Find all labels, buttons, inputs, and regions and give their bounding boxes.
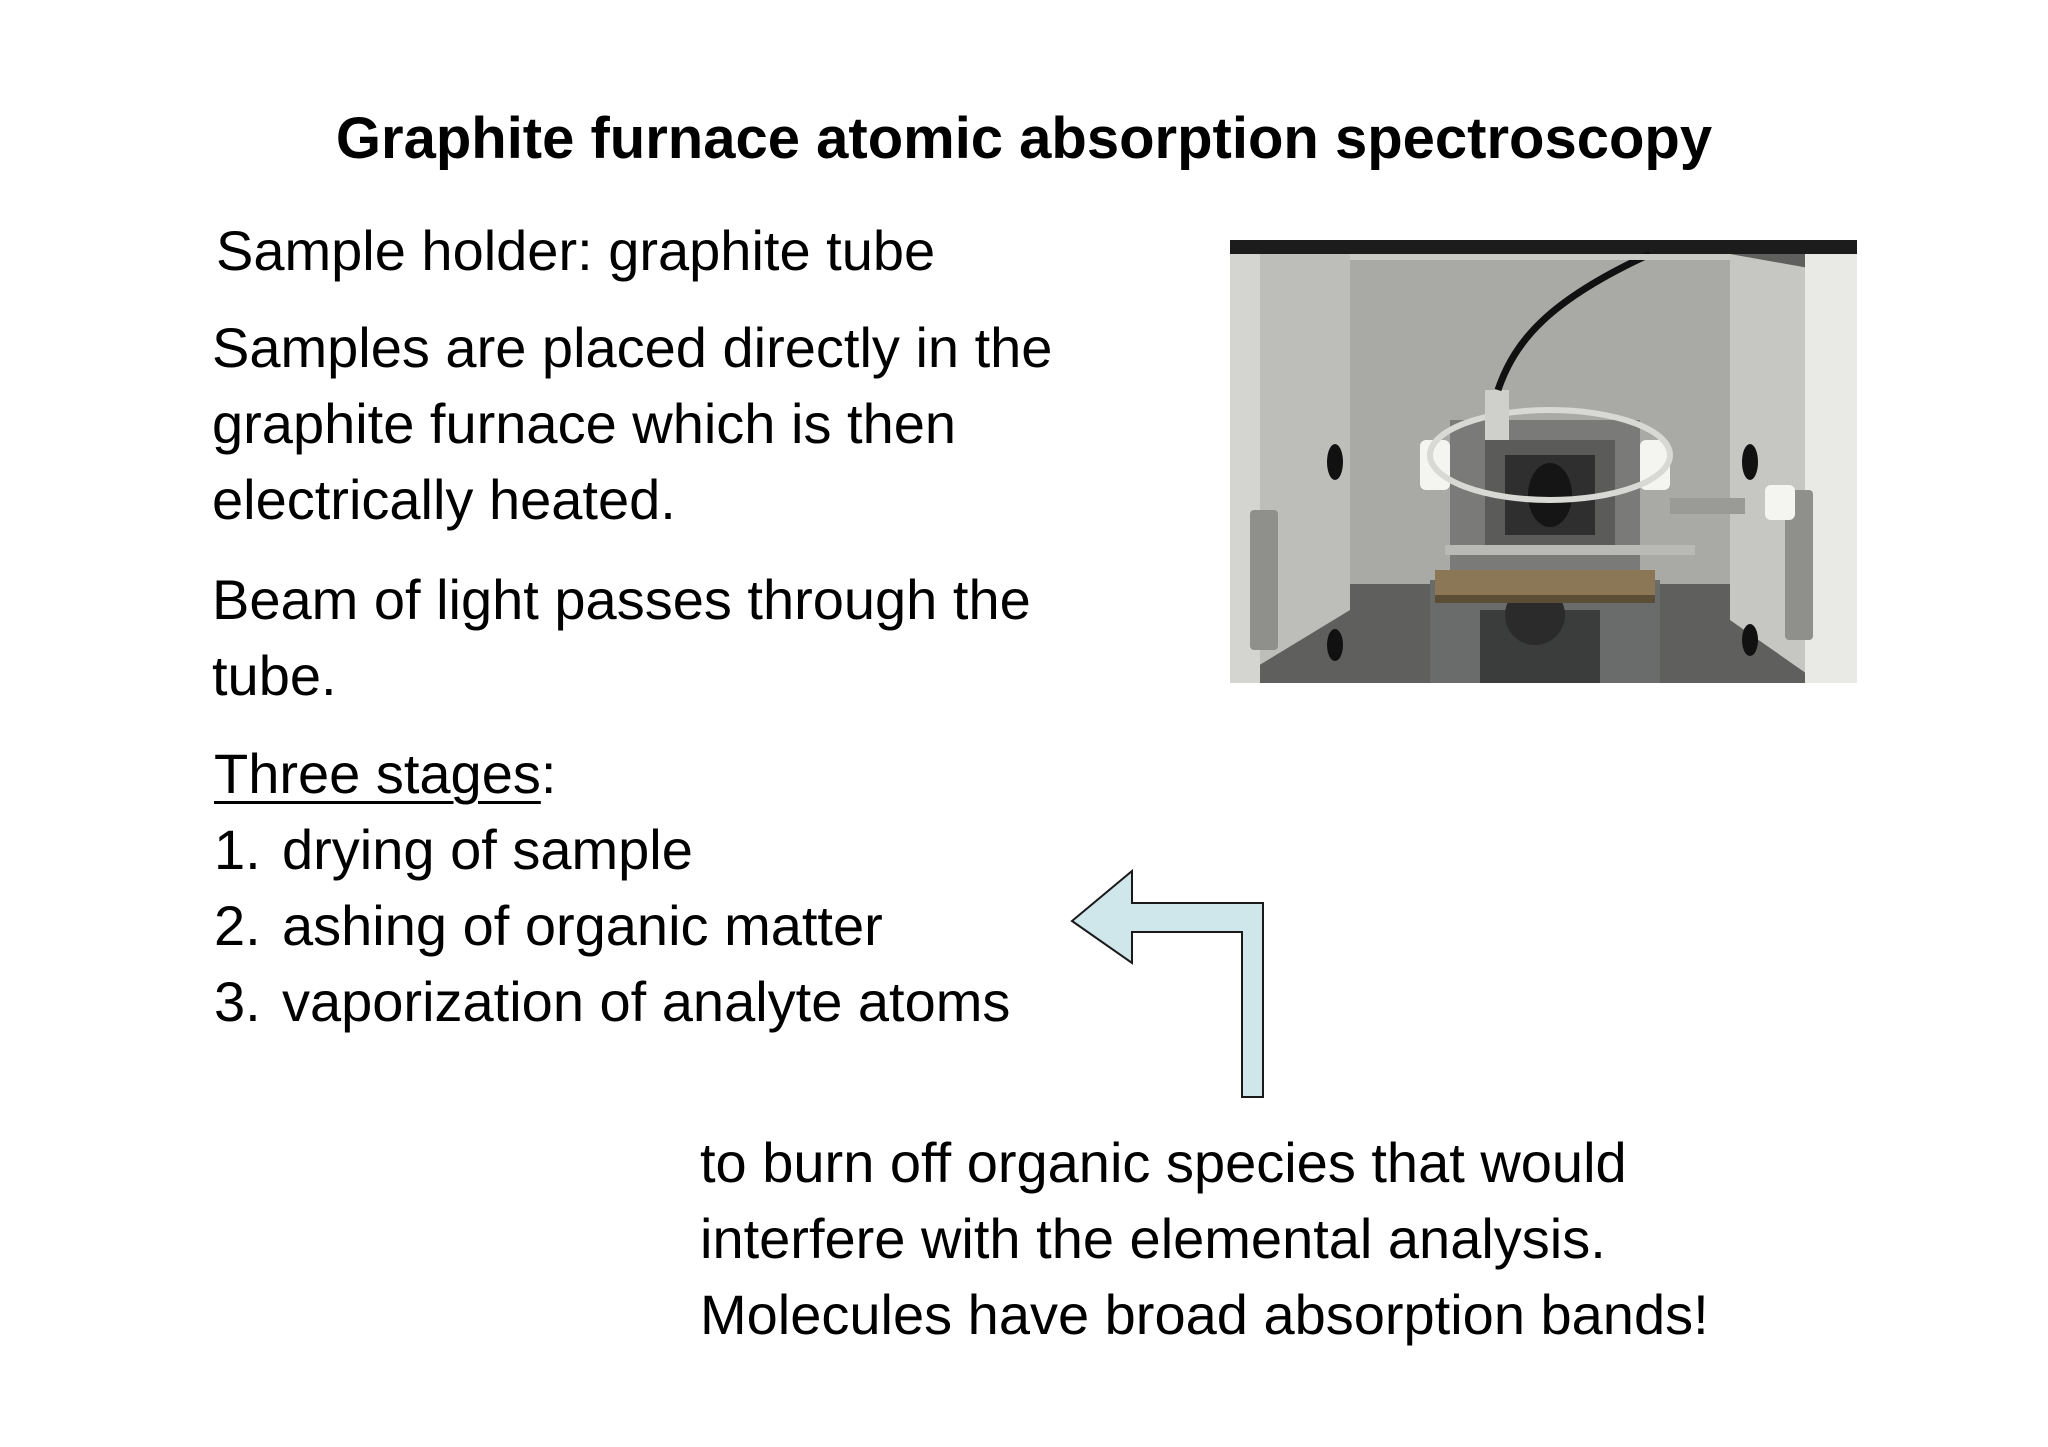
- text-line: tube.: [212, 644, 337, 707]
- stage-item: 2. ashing of organic matter: [214, 888, 1010, 964]
- slide-title: Graphite furnace atomic absorption spect…: [335, 106, 1713, 171]
- samples-placed-paragraph: Samples are placed directly in the graph…: [212, 310, 1052, 538]
- stage-text: vaporization of analyte atoms: [282, 970, 1011, 1033]
- stages-heading-label: Three stages: [214, 742, 541, 805]
- stage-text: drying of sample: [282, 818, 693, 881]
- text-line: Beam of light passes through the: [212, 568, 1031, 631]
- sample-holder-text: Sample holder: graphite tube: [216, 219, 936, 282]
- ashing-note: to burn off organic species that would i…: [700, 1125, 1709, 1353]
- stages-heading: Three stages:: [214, 736, 1010, 812]
- text-line: Samples are placed directly in the: [212, 316, 1053, 379]
- beam-paragraph: Beam of light passes through the tube.: [212, 562, 1031, 714]
- stages-heading-colon: :: [540, 742, 557, 805]
- arrow-shape: [1070, 868, 1264, 1098]
- stage-number: 1.: [214, 818, 261, 881]
- graphite-furnace-photo: [1230, 240, 1857, 683]
- stage-item: 3. vaporization of analyte atoms: [214, 964, 1010, 1040]
- text-line: interfere with the elemental analysis.: [700, 1207, 1606, 1270]
- text-line: electrically heated.: [212, 468, 676, 531]
- text-line: to burn off organic species that would: [700, 1131, 1627, 1194]
- stage-number: 2.: [214, 894, 261, 957]
- stage-text: ashing of organic matter: [282, 894, 883, 957]
- stages-list: Three stages: 1. drying of sample 2. ash…: [214, 736, 1010, 1040]
- stage-number: 3.: [214, 970, 261, 1033]
- arrow-icon: [1070, 868, 1264, 1098]
- text-line: graphite furnace which is then: [212, 392, 956, 455]
- text-line: Molecules have broad absorption bands!: [700, 1283, 1709, 1346]
- stage-item: 1. drying of sample: [214, 812, 1010, 888]
